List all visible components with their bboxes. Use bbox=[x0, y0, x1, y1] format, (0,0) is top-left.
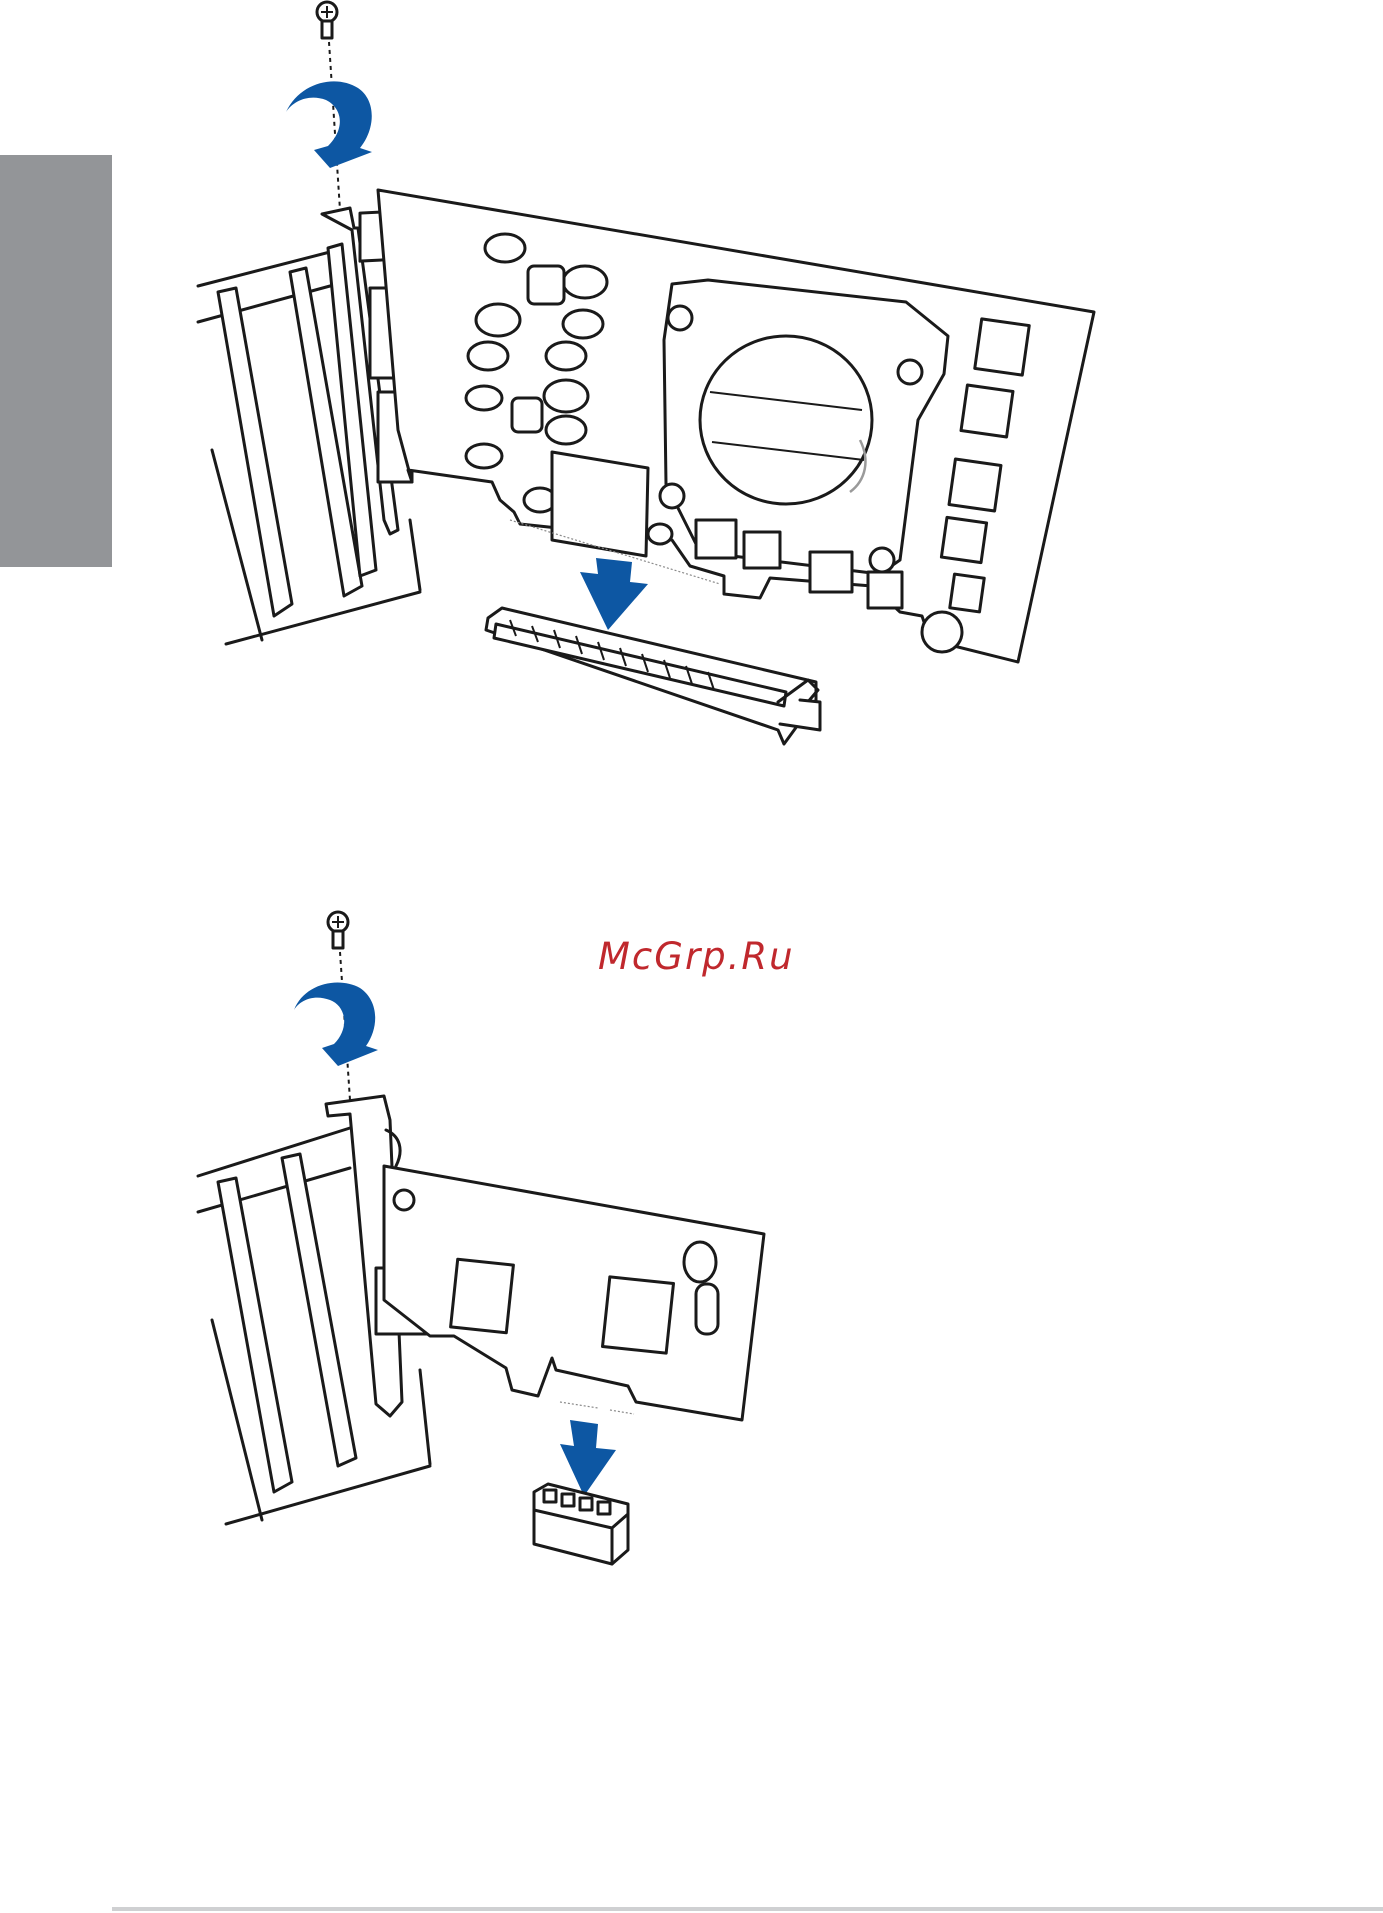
figure-graphics-card-installation bbox=[0, 0, 1383, 780]
figure-pcie-x1-card-installation bbox=[0, 900, 1383, 1680]
screw-icon bbox=[317, 2, 337, 38]
screw-icon bbox=[328, 912, 348, 948]
down-arrow-icon bbox=[580, 558, 648, 630]
pcie-x16-slot bbox=[486, 608, 820, 744]
rotate-arrow-icon bbox=[286, 81, 372, 168]
down-arrow-icon bbox=[560, 1420, 616, 1496]
footer-rule bbox=[112, 1907, 1383, 1911]
watermark-text: McGrp.Ru bbox=[598, 935, 795, 978]
pcie-x1-card bbox=[384, 1166, 764, 1420]
graphics-card bbox=[378, 190, 1094, 662]
rotate-arrow-icon bbox=[294, 983, 378, 1066]
pcie-x1-slot bbox=[534, 1484, 628, 1564]
